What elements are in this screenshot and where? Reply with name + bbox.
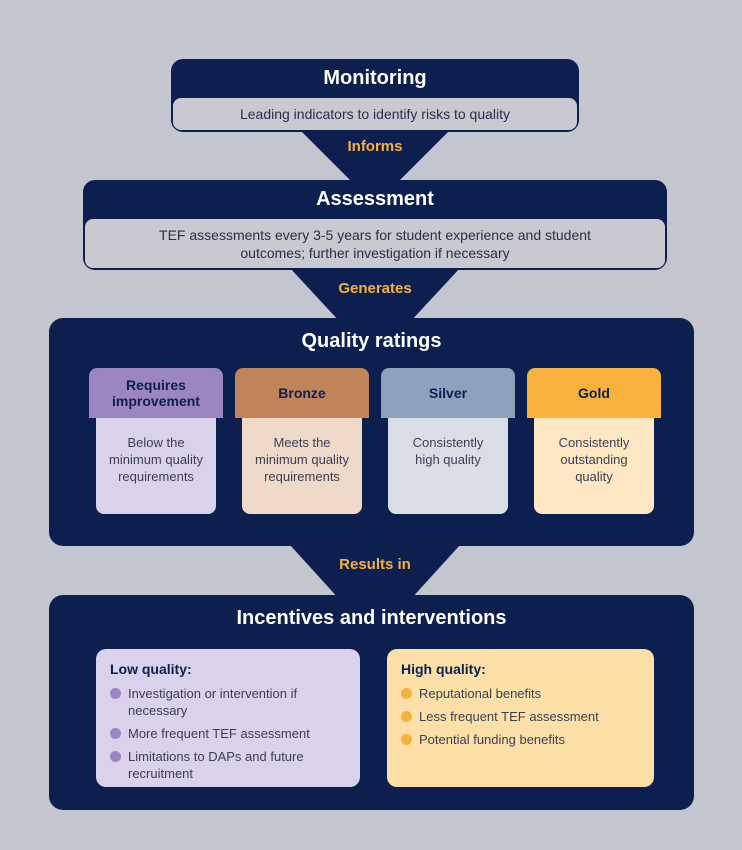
rating-desc-line2: minimum quality [109,452,203,467]
high-quality-list: Reputational benefits Less frequent TEF … [401,685,640,748]
rating-desc-line2: high quality [415,452,481,467]
rating-desc-line2: minimum quality [255,452,349,467]
rating-desc-line1: Consistently [558,435,630,450]
rating-silver-body: Consistently high quality [388,418,508,514]
rating-desc-line1: Consistently [412,435,484,450]
rating-desc-line1: Meets the [273,435,331,450]
bullet-dot-icon [401,711,412,722]
list-item: More frequent TEF assessment [110,725,346,742]
informs-connector [300,130,450,185]
list-item: Potential funding benefits [401,731,640,748]
list-item-text: Less frequent TEF assessment [419,709,599,724]
bullet-dot-icon [110,751,121,762]
rating-bronze-body: Meets the minimum quality requirements [242,418,362,514]
assessment-description: TEF assessments every 3-5 years for stud… [85,219,665,268]
monitoring-panel: Monitoring Leading indicators to identif… [171,59,579,132]
results-connector [290,545,460,600]
high-quality-heading: High quality: [401,661,486,677]
bullet-dot-icon [110,728,121,739]
monitoring-title: Monitoring [323,67,427,89]
rating-desc-line3: requirements [264,469,340,484]
rating-name-line1: Bronze [278,385,326,401]
assessment-title: Assessment [316,188,434,210]
rating-gold-body: Consistently outstanding quality [534,418,654,514]
rating-requires-improvement-body: Below the minimum quality requirements [96,418,216,514]
high-quality-box: High quality: Reputational benefits Less… [387,649,654,787]
rating-bronze-header: Bronze [235,368,369,428]
results-in-label: Results in [339,556,411,573]
monitoring-description: Leading indicators to identify risks to … [173,98,577,130]
generates-label: Generates [338,280,412,297]
informs-label: Informs [347,138,403,155]
rating-desc-line1: Below the [127,435,185,450]
list-item-text: Potential funding benefits [419,732,565,747]
incentives-panel: Incentives and interventions Low quality… [49,595,694,810]
rating-name-line1: Gold [578,385,610,401]
list-item-text: Reputational benefits [419,686,542,701]
rating-desc-line3: quality [575,469,613,484]
assessment-panel: Assessment TEF assessments every 3-5 yea… [83,180,667,270]
bullet-dot-icon [110,688,121,699]
assessment-description-line1: TEF assessments every 3-5 years for stud… [159,226,591,243]
bullet-dot-icon [401,734,412,745]
list-item-text: Limitations to DAPs and future recruitme… [128,749,304,781]
rating-gold-header: Gold [527,368,661,428]
generates-connector [290,268,460,322]
list-item-text: Investigation or intervention if necessa… [128,686,298,718]
rating-requires-improvement-header: Requires improvement [89,368,223,428]
assessment-description-line2: outcomes; further investigation if neces… [240,244,510,261]
low-quality-list: Investigation or intervention if necessa… [110,685,346,782]
incentives-title: Incentives and interventions [236,607,507,629]
rating-name-line1: Requires [126,377,186,393]
rating-name-line2: improvement [112,393,200,409]
list-item: Reputational benefits [401,685,640,702]
low-quality-heading: Low quality: [110,661,192,677]
quality-ratings-title: Quality ratings [301,330,442,352]
quality-ratings-panel: Quality ratings Requires improvement Bel… [49,318,694,546]
low-quality-box: Low quality: Investigation or interventi… [96,649,360,787]
list-item: Less frequent TEF assessment [401,708,640,725]
list-item-text: More frequent TEF assessment [128,726,310,741]
rating-silver-header: Silver [381,368,515,428]
rating-desc-line2: outstanding [560,452,628,467]
list-item: Investigation or intervention if necessa… [110,685,346,719]
list-item: Limitations to DAPs and future recruitme… [110,748,346,782]
rating-desc-line3: requirements [118,469,194,484]
rating-name-line1: Silver [428,385,468,401]
bullet-dot-icon [401,688,412,699]
